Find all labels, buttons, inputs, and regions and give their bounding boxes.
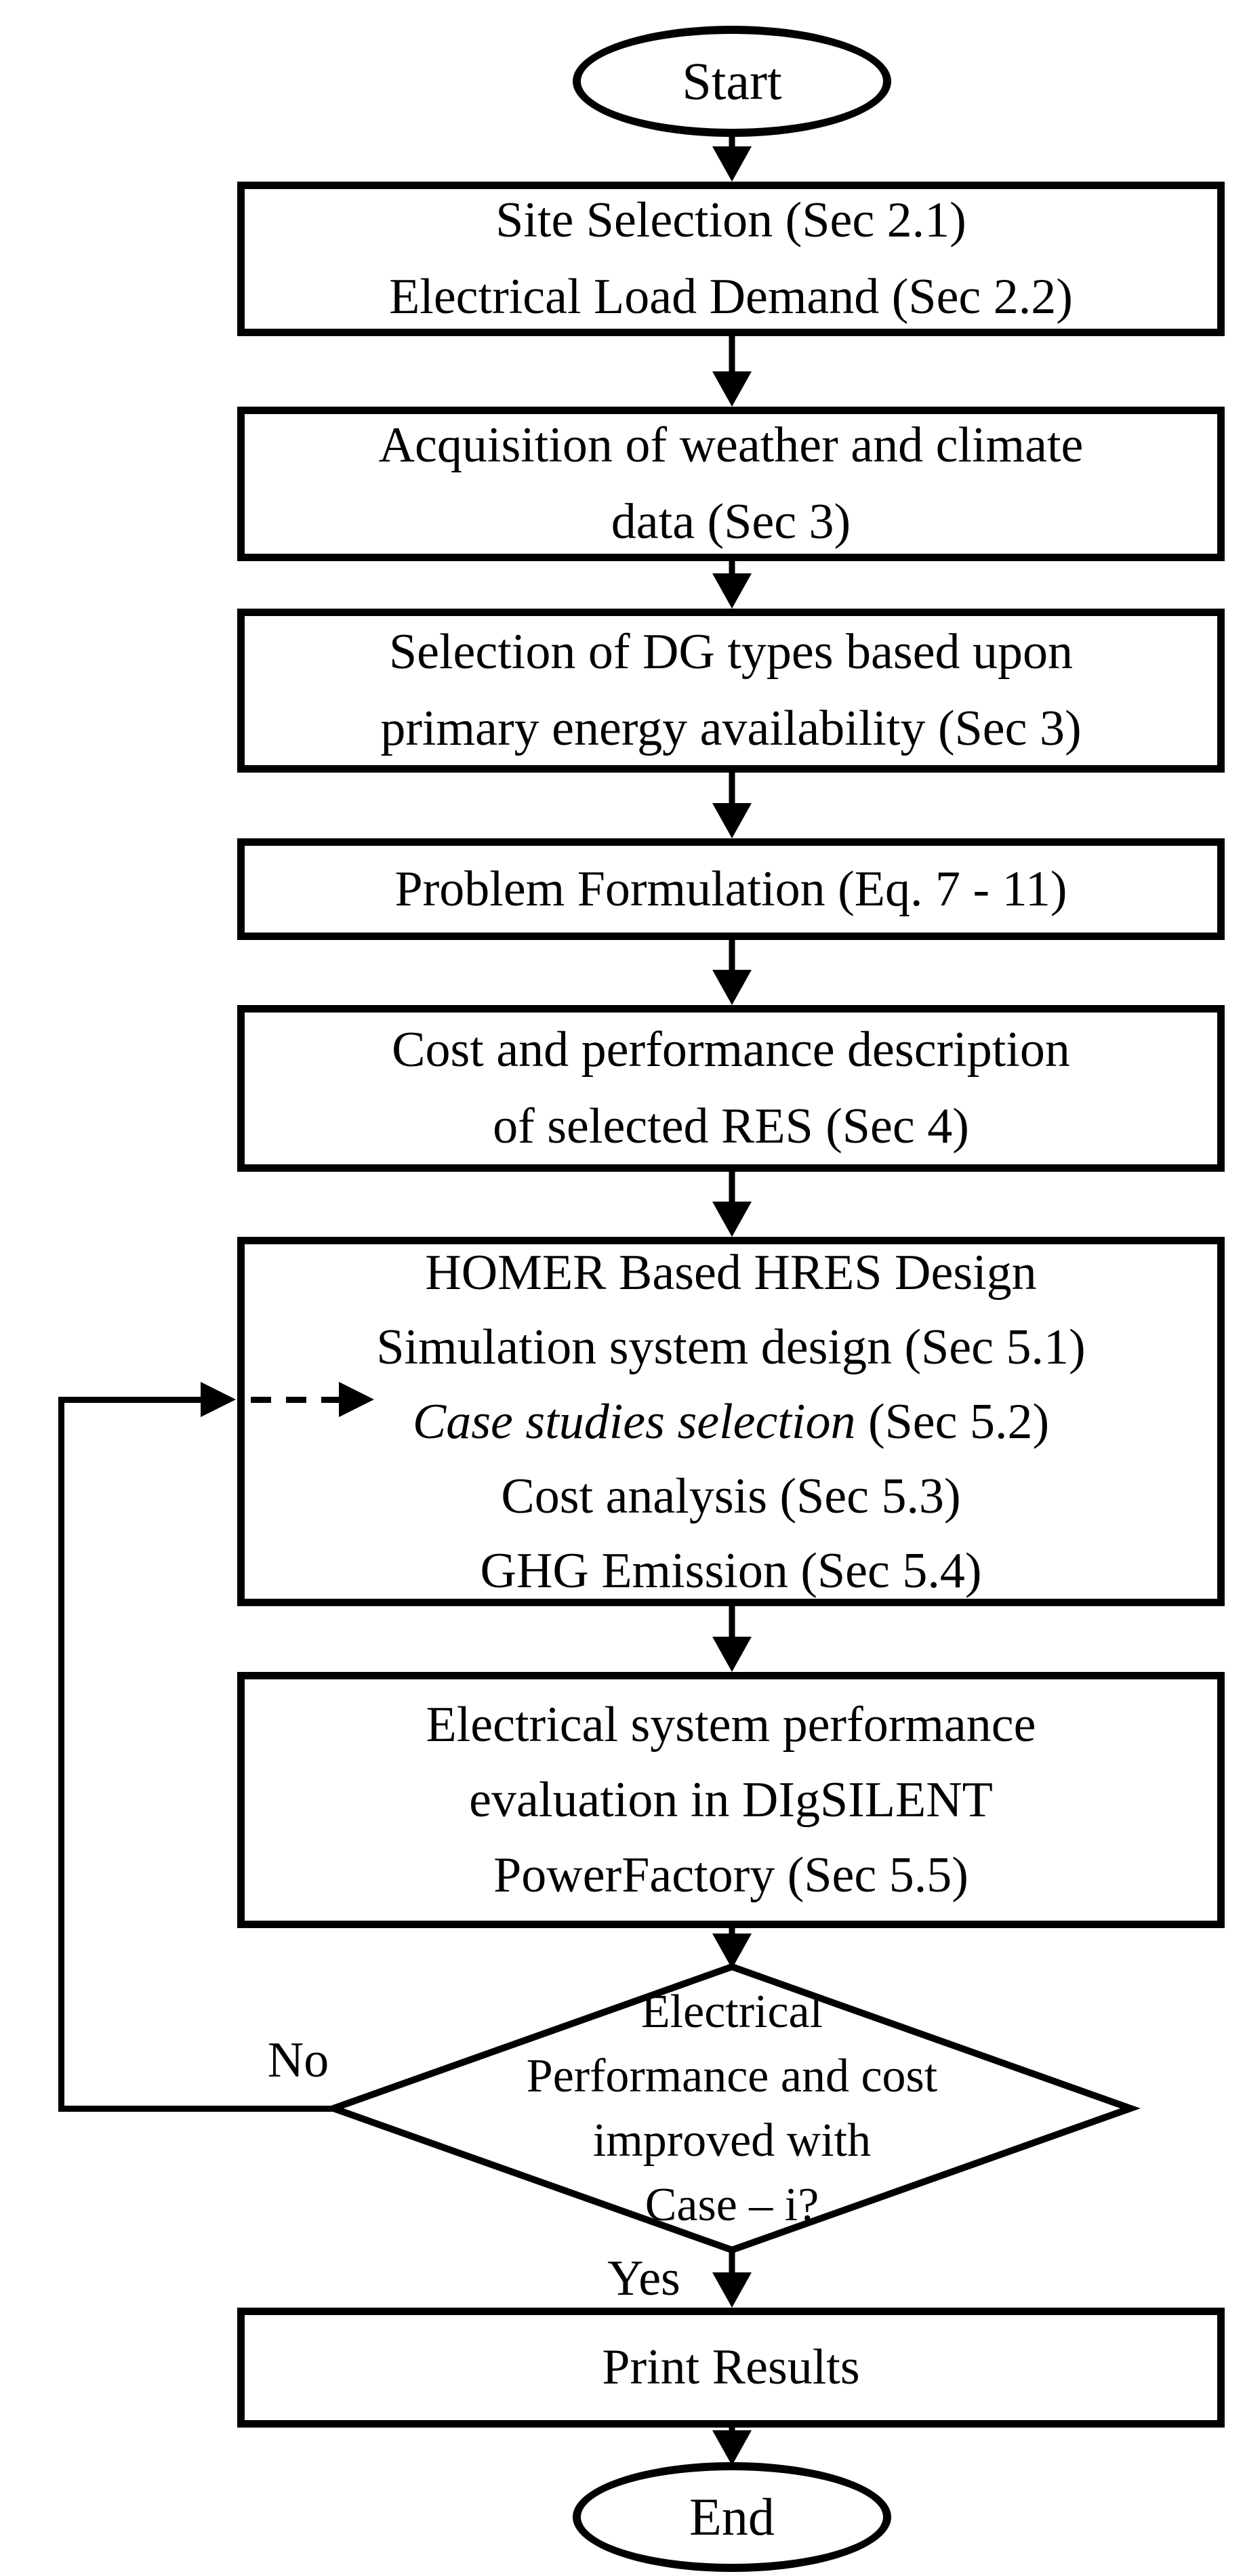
start-terminal: Start [573, 26, 891, 137]
process-print-results: Print Results [237, 2308, 1225, 2428]
arrow-down-icon [712, 2250, 752, 2308]
no-edge-label: No [267, 2032, 329, 2088]
process-homer-design: HOMER Based HRES Design Simulation syste… [237, 1237, 1225, 1606]
process-weather-data: Acquisition of weather and climate data … [237, 407, 1225, 561]
arrow-down-icon [712, 940, 752, 1005]
dashed-arrowhead-right-icon [339, 1382, 374, 1417]
arrowhead-down-icon [712, 371, 752, 407]
case-studies-italic: Case studies selection [412, 1393, 856, 1450]
no-loop-top-line [58, 1397, 201, 1403]
process-line-case-studies: Case studies selection (Sec 5.2) [413, 1385, 1049, 1459]
process-problem-formulation: Problem Formulation (Eq. 7 - 11) [237, 838, 1225, 940]
process-line: Cost analysis (Sec 5.3) [501, 1468, 961, 1524]
arrow-shaft [729, 1928, 735, 1938]
arrow-shaft [729, 561, 735, 577]
start-label: Start [682, 52, 782, 110]
arrowhead-down-icon [712, 1637, 752, 1672]
process-line: Selection of DG types based upon [388, 624, 1074, 680]
arrow-shaft [729, 2250, 735, 2276]
process-cost-performance: Cost and performance description of sele… [237, 1005, 1225, 1172]
arrow-down-icon [712, 336, 752, 407]
process-digsilent-evaluation: Electrical system performance evaluation… [237, 1672, 1225, 1928]
process-line: of selected RES (Sec 4) [493, 1099, 969, 1154]
loop-arrowhead-right-icon [201, 1382, 236, 1417]
decision-line: Electrical [640, 1986, 823, 2038]
process-line: Print Results [602, 2339, 860, 2395]
process-line: HOMER Based HRES Design [425, 1244, 1037, 1301]
case-studies-section: (Sec 5.2) [855, 1393, 1050, 1450]
arrow-shaft [729, 1606, 735, 1641]
process-line: data (Sec 3) [611, 494, 851, 550]
arrow-shaft [729, 773, 735, 807]
arrow-down-icon [712, 561, 752, 609]
arrow-down-icon [712, 1606, 752, 1672]
process-line: Acquisition of weather and climate [378, 417, 1084, 473]
process-line: PowerFactory (Sec 5.5) [493, 1847, 968, 1903]
arrow-shaft [729, 336, 735, 375]
process-dg-selection: Selection of DG types based upon primary… [237, 609, 1225, 773]
arrowhead-down-icon [712, 803, 752, 838]
arrow-down-icon [712, 137, 752, 182]
process-site-selection: Site Selection (Sec 2.1) Electrical Load… [237, 182, 1225, 336]
arrowhead-down-icon [712, 1934, 752, 1969]
arrowhead-down-icon [712, 1202, 752, 1237]
process-line: primary energy availability (Sec 3) [380, 701, 1082, 756]
arrow-down-icon [712, 1172, 752, 1237]
yes-edge-label: Yes [607, 2250, 680, 2306]
arrowhead-down-icon [712, 2272, 752, 2308]
arrow-shaft [729, 137, 735, 150]
end-terminal: End [573, 2462, 891, 2572]
arrowhead-down-icon [712, 2430, 752, 2466]
end-label: End [689, 2487, 775, 2546]
arrowhead-down-icon [712, 573, 752, 609]
decision-text: Electrical Performance and cost improved… [333, 1967, 1130, 2250]
arrowhead-down-icon [712, 970, 752, 1005]
decision-line: Case – i? [645, 2179, 819, 2231]
arrow-down-icon [712, 2428, 752, 2466]
arrow-down-icon [712, 1928, 752, 1969]
arrow-down-icon [712, 773, 752, 838]
decision-line: improved with [592, 2114, 872, 2167]
decision-line: Performance and cost [526, 2050, 938, 2102]
arrow-shaft [729, 940, 735, 974]
process-line: evaluation in DIgSILENT [469, 1772, 993, 1828]
arrow-shaft [729, 1172, 735, 1206]
process-line: Simulation system design (Sec 5.1) [376, 1319, 1086, 1375]
no-loop-bottom-line [58, 2106, 333, 2112]
process-line: GHG Emission (Sec 5.4) [480, 1542, 982, 1599]
process-line: Site Selection (Sec 2.1) [495, 192, 966, 248]
process-line: Cost and performance description [392, 1022, 1070, 1078]
dashed-connector [251, 1397, 339, 1403]
arrowhead-down-icon [712, 146, 752, 182]
no-loop-vertical-line [58, 1397, 64, 2112]
process-line: Problem Formulation (Eq. 7 - 11) [394, 861, 1067, 917]
process-line: Electrical Load Demand (Sec 2.2) [389, 269, 1073, 325]
process-line: Electrical system performance [426, 1696, 1036, 1753]
